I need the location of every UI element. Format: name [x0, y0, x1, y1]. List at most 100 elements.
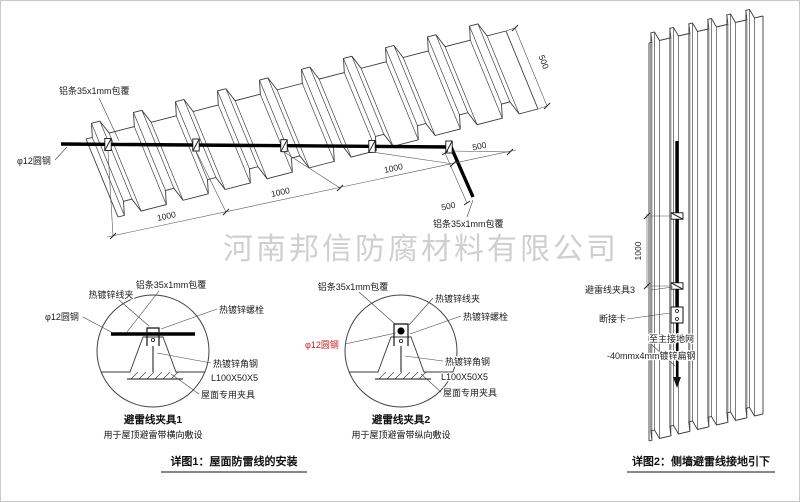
bolt-head: [675, 317, 679, 321]
dim-tick: [109, 232, 117, 240]
dim-tick: [463, 200, 471, 206]
alu-strip-label: 铝条35x1mm包覆: [433, 218, 504, 229]
clamp-strap: [393, 323, 409, 346]
bolt-head: [150, 337, 155, 342]
leader-line: [126, 290, 160, 333]
wire-clamp-symbol: [104, 138, 112, 151]
detail-1-subtitle: 用于屋顶避雷带横向敷设: [103, 429, 202, 440]
extension-line: [450, 150, 511, 153]
clip-label: 热镀锌线夹: [435, 293, 480, 304]
fixture-label: 屋面专用夹具: [443, 387, 497, 398]
bolt-label: 热镀锌螺栓: [463, 311, 508, 322]
leader-line: [54, 146, 68, 161]
company-watermark: 河南邦信防腐材料有限公司: [223, 233, 619, 266]
wall-corrugation-top-profile: [648, 8, 764, 44]
detail-2-title: 避雷线夹具2: [371, 413, 430, 426]
captions: 详图1：屋面防雷线的安装 详图2：侧墙避雷线接地引下: [161, 454, 775, 473]
wall-dimension: 1000: [632, 212, 672, 290]
wire-clamp-symbol: [368, 139, 376, 153]
wire-clamp-symbol: [670, 212, 684, 220]
extension-line: [283, 151, 341, 189]
wall-labels: 避雷线夹具3 断接卡 至主接地网 -40mmx4mm镀锌扁钢: [584, 283, 697, 367]
extension-line: [195, 150, 227, 213]
leader-line: [408, 297, 434, 326]
dimension-label: 1000: [633, 241, 643, 260]
angle-steel-label: 热镀锌角钢: [213, 358, 258, 369]
dimension-label: 500: [471, 140, 487, 153]
extension-line: [505, 27, 516, 32]
leader-line: [466, 199, 474, 218]
dimension-label: 1000: [270, 185, 291, 199]
dimension-label: 1000: [383, 161, 404, 175]
hatch-lines: [378, 371, 427, 380]
detail-1-title: 避雷线夹具1: [123, 413, 182, 426]
bolt-label: 热镀锌螺栓: [219, 304, 264, 315]
extension-line: [371, 151, 454, 165]
alu-strip-label: 铝条35x1mm包覆: [59, 85, 130, 96]
extension-line: [537, 105, 548, 110]
leader-line: [420, 373, 442, 393]
round-steel-label: φ12圆钢: [45, 311, 79, 322]
leader-line: [404, 355, 444, 362]
roof-left-edge: [85, 138, 119, 218]
lightning-wire: [60, 142, 475, 198]
alu-strip-label: 铝条35x1mm包覆: [136, 279, 207, 290]
round-steel-label: φ12圆钢: [17, 155, 51, 166]
caption-detail-2: 详图2：侧墙避雷线接地引下: [632, 454, 770, 468]
roof-corrugation-back-profile: [117, 101, 539, 218]
leader-line: [650, 286, 674, 291]
detail-2-subtitle: 用于屋顶避雷带纵向敷设: [351, 429, 450, 440]
detail-bubble: [344, 294, 458, 408]
dim-tick: [643, 282, 651, 290]
dim-tick: [441, 150, 449, 156]
roof-corrugation-lines: [91, 23, 520, 216]
dimension-line: [514, 27, 548, 107]
leader-line: [118, 299, 150, 327]
roof-drawing: 1000 1000 1000 500 500 500 铝条35x1mm包覆 φ1…: [16, 23, 552, 240]
dim-tick: [511, 24, 519, 32]
leader-line: [98, 97, 120, 142]
round-steel-label: φ12圆钢: [305, 339, 339, 350]
dimension-label: 1000: [156, 209, 177, 223]
wire-clamp-symbol: [192, 138, 200, 152]
detail-bubble: [96, 294, 210, 408]
to-ground-grid-label: 至主接地网: [649, 333, 694, 344]
dimension-label: 500: [536, 53, 551, 70]
angle-steel-spec-label: L100X50X5: [211, 373, 258, 383]
dim-tick: [222, 208, 230, 216]
leader-line: [170, 373, 200, 395]
wall-corrugation-lines: [650, 9, 755, 441]
angle-steel-label: 热镀锌角钢: [445, 356, 490, 367]
dim-tick: [506, 148, 514, 156]
dimension-line: [444, 152, 468, 204]
roof-dimensions: 1000 1000 1000 500 500 500: [106, 24, 552, 240]
dim-tick: [336, 184, 344, 192]
wire-clamp-symbol: [670, 282, 684, 290]
wire-clamp-symbol: [280, 139, 288, 153]
dim-tick: [543, 102, 551, 110]
angle-steel-spec-label: L100X50X5: [441, 372, 488, 382]
flat-steel-label: -40mmx4mm镀锌扁钢: [607, 350, 696, 361]
wall-corrugation-bottom-profile: [648, 406, 764, 442]
detail-circle-2: 铝条35x1mm包覆 热镀锌线夹 热镀锌螺栓 φ12圆钢 热镀锌角钢 L100X…: [304, 280, 510, 440]
leader-line: [650, 343, 676, 367]
leader-line: [358, 291, 396, 325]
clamp3-label: 避雷线夹具3: [585, 284, 635, 295]
clip-label: 热镀锌线夹: [88, 289, 133, 300]
fixture-label: 屋面专用夹具: [201, 389, 255, 400]
clamp-strap: [146, 327, 160, 346]
bolt-head: [398, 338, 403, 343]
leader-line: [82, 316, 114, 334]
wire-cross-section: [397, 327, 405, 335]
bolt-head: [675, 309, 679, 313]
roof-right-edge: [505, 30, 539, 110]
leader-line: [160, 308, 218, 330]
sheet-profile: [349, 336, 453, 373]
dim-tick: [643, 212, 651, 220]
roof-labels: 铝条35x1mm包覆 φ12圆钢 铝条35x1mm包覆: [16, 84, 505, 231]
leader-line: [344, 332, 397, 345]
disconnect-label: 断接卡: [599, 313, 626, 324]
leader-line: [156, 352, 212, 364]
